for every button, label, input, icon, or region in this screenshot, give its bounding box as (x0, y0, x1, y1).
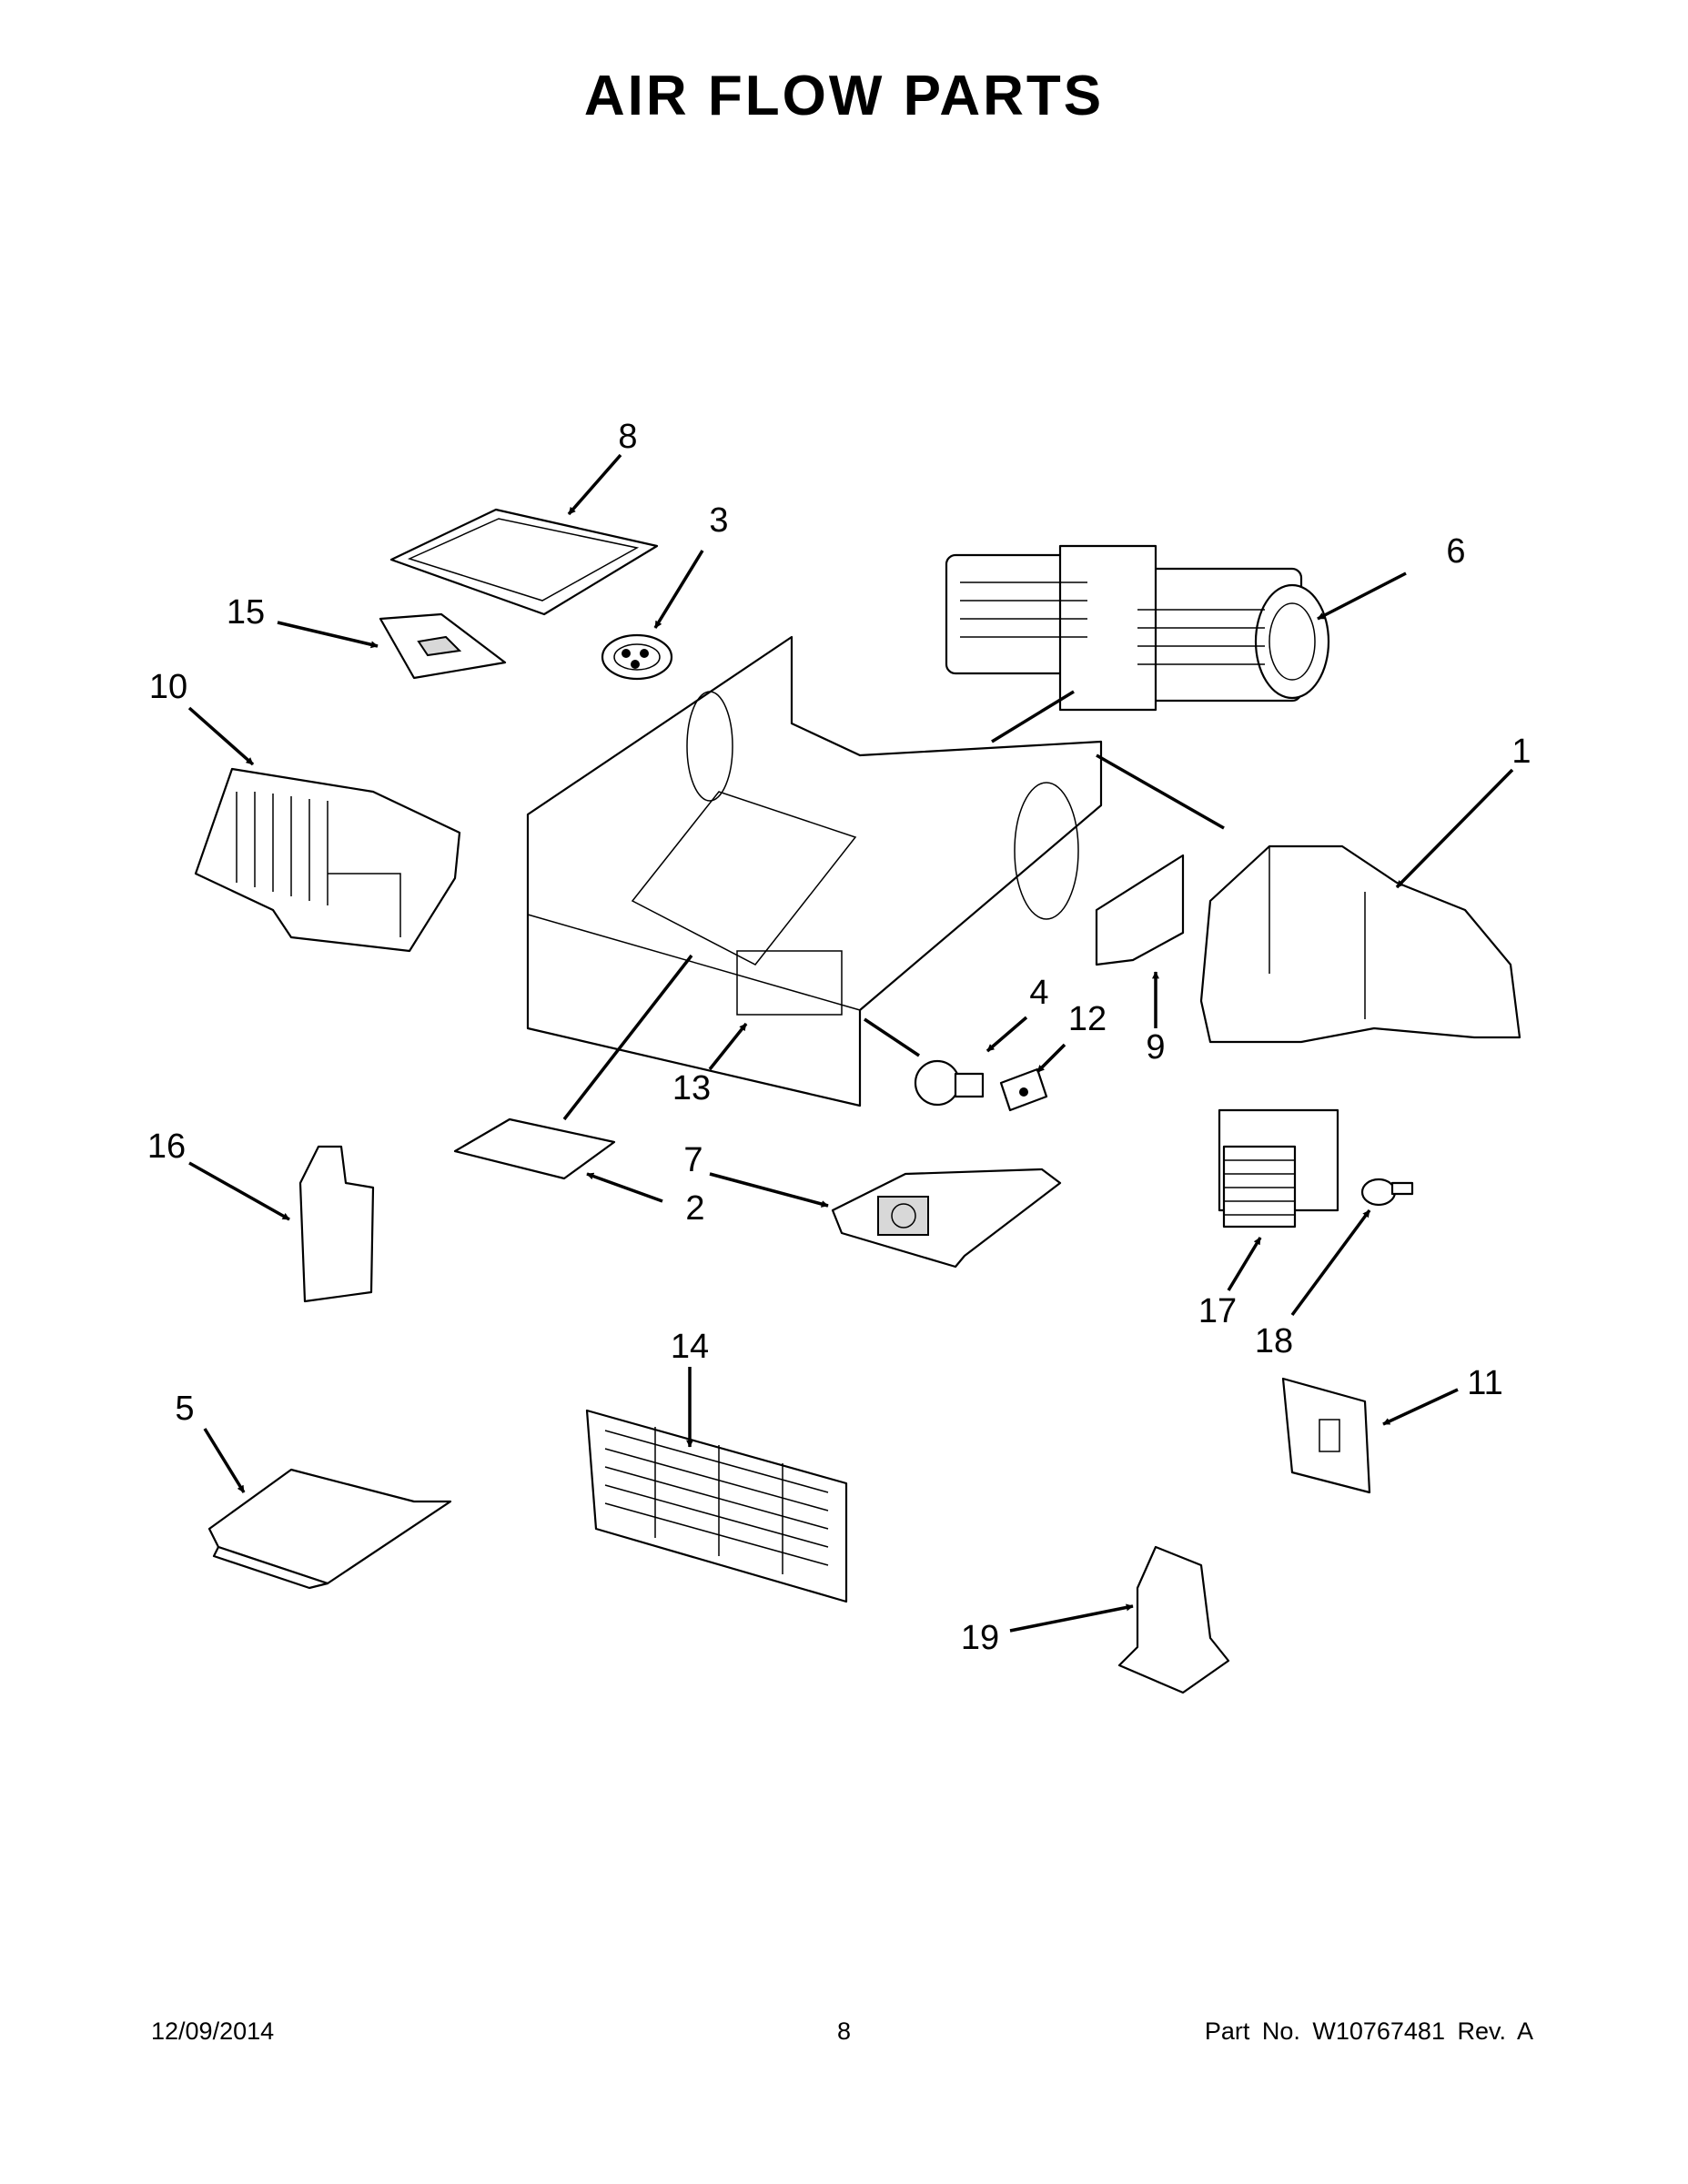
part-17-transformer (1218, 1108, 1339, 1228)
part-16-bracket (298, 1145, 375, 1303)
arrow-12 (1036, 1043, 1066, 1074)
part-2-cover-plate (453, 1117, 616, 1180)
callout-7: 7 (683, 1141, 702, 1179)
arrow-11 (1382, 1388, 1459, 1426)
callout-2: 2 (685, 1189, 704, 1228)
arrow-19 (1009, 1603, 1134, 1633)
callout-3: 3 (709, 501, 728, 540)
arrow-4 (986, 1016, 1028, 1053)
arrow-15 (277, 621, 379, 649)
callout-8: 8 (618, 418, 637, 456)
part-12-lamp-socket (999, 1067, 1048, 1112)
arrow-17 (1227, 1237, 1262, 1291)
connector-lines (562, 690, 1225, 1121)
arrow-8 (567, 453, 622, 516)
arrow-3 (653, 550, 704, 629)
callout-12: 12 (1068, 1000, 1107, 1038)
callout-10: 10 (149, 668, 187, 706)
page-title: AIR FLOW PARTS (583, 65, 1105, 127)
part-14-grille (585, 1409, 848, 1603)
callout-19: 19 (961, 1619, 999, 1657)
chassis-base (526, 635, 1103, 1107)
footer-page-number: 8 (836, 2017, 852, 2045)
arrow-16 (188, 1161, 290, 1221)
callout-11: 11 (1467, 1364, 1502, 1402)
callout-5: 5 (175, 1390, 194, 1428)
callout-18: 18 (1255, 1322, 1293, 1360)
part-3-damper (601, 633, 673, 681)
footer-date: 12/09/2014 (151, 2017, 275, 2045)
part-11-label-plate (1281, 1377, 1371, 1494)
arrow-18 (1290, 1208, 1371, 1317)
arrow-5 (203, 1428, 246, 1493)
part-15-filter-pad (379, 612, 507, 680)
part-1-air-duct (1199, 844, 1521, 1044)
callout-13: 13 (672, 1069, 711, 1107)
callout-6: 6 (1446, 532, 1465, 571)
callout-4: 4 (1029, 974, 1048, 1012)
arrow-2 (586, 1172, 663, 1203)
arrow-7 (709, 1172, 829, 1208)
part-7-base-plate (831, 1168, 1062, 1269)
arrow-6 (1317, 571, 1407, 621)
callout-15: 15 (227, 593, 265, 632)
arrow-10 (187, 706, 255, 766)
arrow-1 (1395, 768, 1514, 889)
leader-arrows (187, 453, 1514, 1633)
callout-1: 1 (1511, 733, 1531, 771)
part-18-thermostat (1360, 1178, 1414, 1207)
callout-9: 9 (1146, 1028, 1165, 1067)
callout-17: 17 (1198, 1292, 1237, 1330)
part-9-baffle-plate (1095, 854, 1185, 966)
arrow-13 (708, 1022, 748, 1071)
part-5-shield-plate (207, 1468, 452, 1590)
callout-16: 16 (147, 1127, 186, 1166)
part-4-lamp-bulb (914, 1059, 985, 1107)
part-8-filter-frame (389, 508, 659, 616)
part-6-blower-assembly (945, 544, 1330, 712)
part-19-duct-adapter (1117, 1545, 1230, 1694)
footer-part-number: Part No. W10767481 Rev. A (1204, 2017, 1533, 2045)
callout-14: 14 (671, 1328, 709, 1366)
callout-labels: 8 3 15 10 6 1 9 4 12 13 7 2 16 17 18 14 … (147, 418, 1531, 1657)
part-10-vent-duct (194, 767, 461, 953)
